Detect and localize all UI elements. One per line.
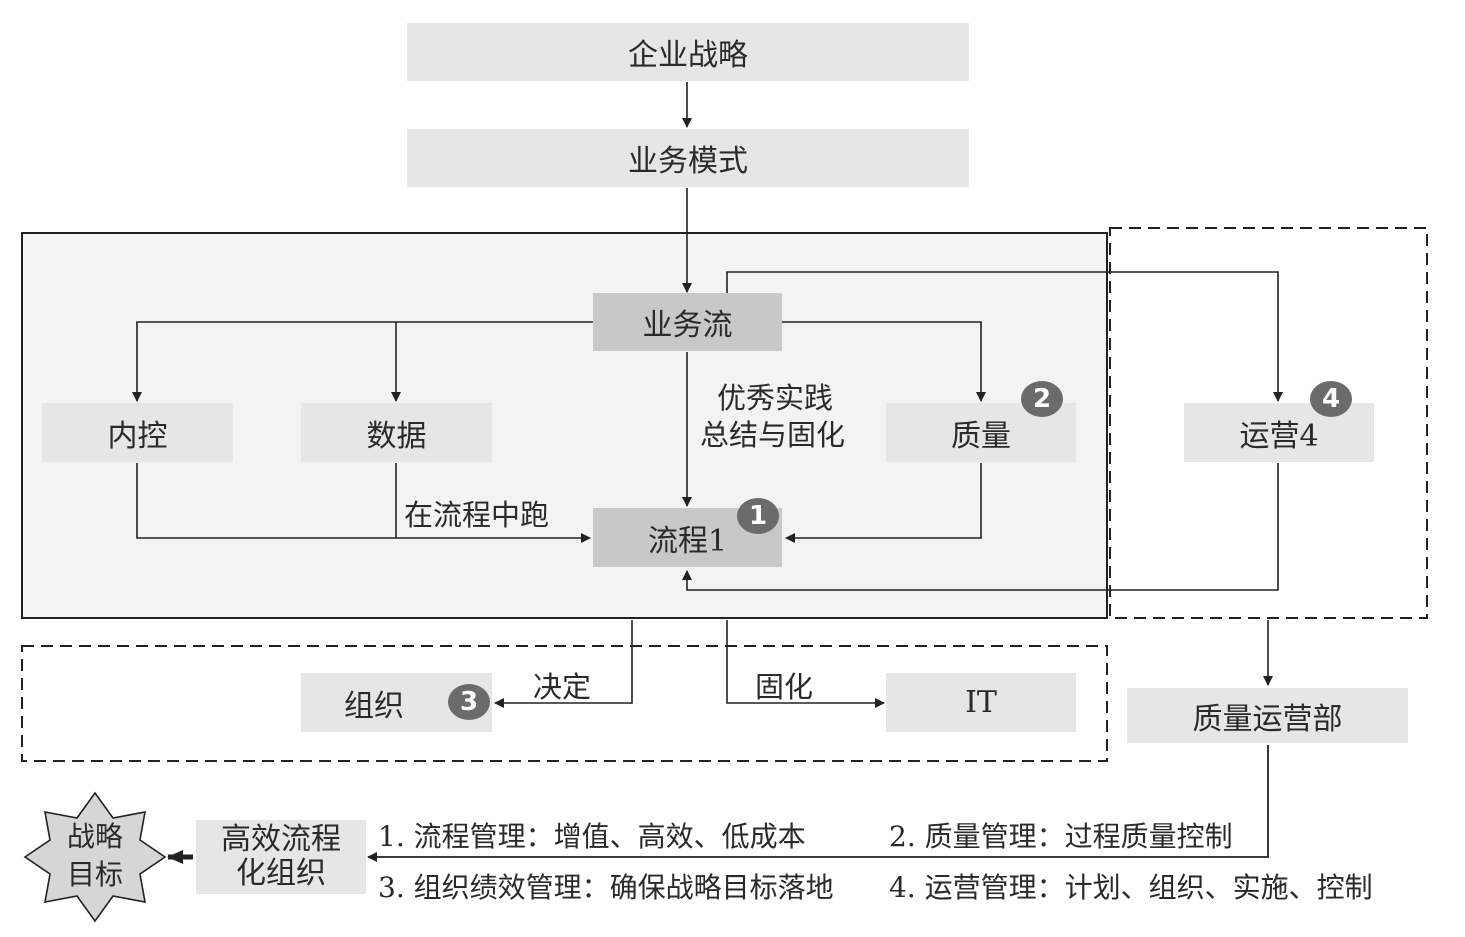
efficient-org-line2: 化组织: [236, 856, 326, 891]
quality-ops-dept-box: 质量运营部: [1127, 688, 1408, 743]
internal-control-box: 内控: [42, 403, 233, 462]
internal-control-label: 内控: [107, 418, 168, 454]
note-process-management: 1. 流程管理：增值、高效、低成本: [378, 820, 806, 853]
strategic-goal-text: 战略 目标: [55, 818, 135, 894]
business-flow-label: 业务流: [642, 308, 733, 343]
goal-line2: 目标: [66, 858, 123, 891]
badge-quality: 2: [1021, 381, 1063, 417]
best-practice-label-line2: 总结与固化: [700, 418, 846, 452]
note-quality-management: 2. 质量管理：过程质量控制: [889, 820, 1233, 853]
business-flow-box: 业务流: [593, 293, 782, 351]
organization-label: 组织: [344, 688, 404, 724]
support-dashed-panel: [21, 645, 1108, 762]
operation-label: 运营4: [1239, 418, 1319, 454]
efficient-org-box: 高效流程 化组织: [196, 820, 366, 894]
solidify-label: 固化: [755, 670, 814, 704]
business-model-box: 业务模式: [407, 129, 969, 187]
goal-line1: 战略: [66, 820, 123, 853]
process-label: 流程1: [647, 523, 728, 559]
operation-dashed-panel: [1109, 227, 1428, 619]
efficient-org-line1: 高效流程: [221, 822, 341, 857]
badge-operation: 4: [1310, 381, 1352, 417]
data-box: 数据: [301, 403, 492, 462]
badge-process: 1: [737, 498, 779, 534]
enterprise-strategy-label: 企业战略: [628, 38, 748, 73]
note-org-performance: 3. 组织绩效管理：确保战略目标落地: [378, 871, 834, 904]
enterprise-strategy-box: 企业战略: [407, 23, 969, 81]
strategic-goal-star: [23, 791, 167, 923]
note-operation-management: 4. 运营管理：计划、组织、实施、控制: [889, 871, 1373, 904]
quality-ops-dept-label: 质量运营部: [1192, 701, 1343, 737]
quality-label: 质量: [951, 418, 1011, 454]
best-practice-label-line1: 优秀实践: [717, 381, 834, 415]
badge-organization: 3: [448, 684, 490, 720]
run-in-process-label: 在流程中跑: [404, 498, 550, 532]
data-label: 数据: [366, 418, 427, 454]
it-label: IT: [965, 685, 997, 720]
business-model-label: 业务模式: [628, 144, 748, 179]
decide-label: 决定: [533, 670, 592, 704]
it-box: IT: [886, 673, 1076, 732]
